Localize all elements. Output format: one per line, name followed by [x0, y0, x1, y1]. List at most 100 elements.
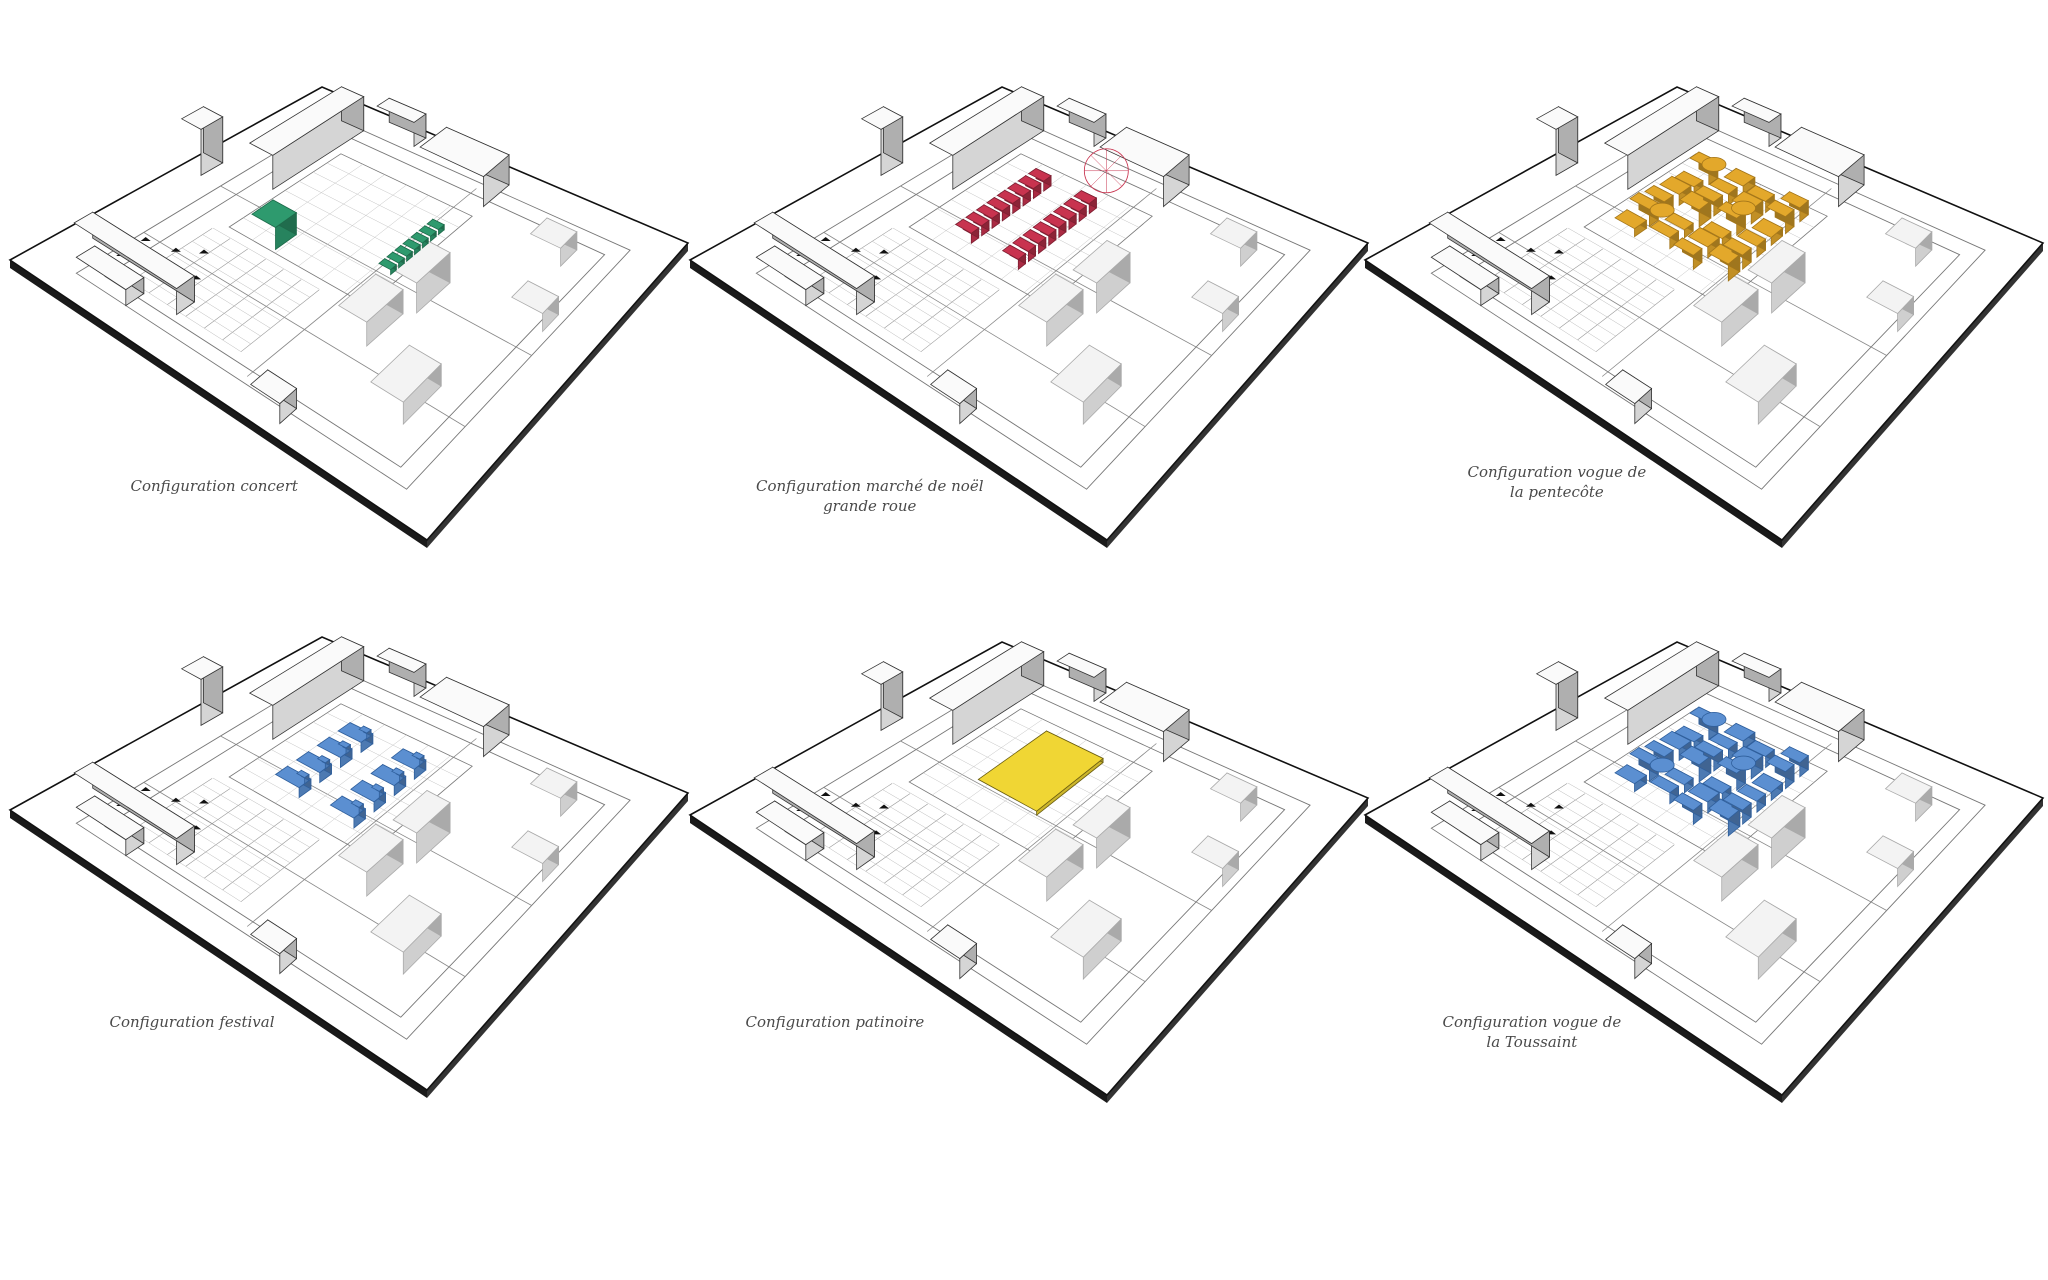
plaza-outline: [228, 703, 473, 856]
building-long-block-roof: [928, 86, 1045, 156]
fair-ride-roof: [1693, 185, 1724, 203]
plaza-grid-line: [1023, 205, 1131, 293]
plaza-grid-line: [252, 163, 363, 241]
festival-kiosk-roof: [370, 783, 385, 792]
road-ring: [75, 116, 631, 490]
building-corner-roof: [1056, 652, 1107, 678]
parking-bay-line: [192, 241, 301, 306]
stage-roof: [251, 199, 298, 228]
festival-kiosk-roof: [391, 767, 405, 776]
building-right-block-roof: [419, 676, 510, 728]
building-front-right-roof: [1866, 835, 1915, 869]
building-row-left-roof: [1430, 245, 1500, 291]
fair-ride-roof: [1614, 764, 1648, 785]
building-front-roof: [1018, 828, 1084, 878]
parking-bay-line: [1567, 782, 1675, 845]
parking-row: [902, 834, 982, 896]
caption-line: Configuration vogue de: [1442, 1013, 1622, 1031]
building-front-left-roof: [1050, 899, 1122, 958]
fair-ride-roof: [1736, 783, 1767, 802]
road-ring: [75, 666, 631, 1040]
event-installation-marche-noel: [954, 148, 1129, 271]
festival-tent-roof: [370, 764, 407, 787]
road-ring: [1430, 671, 1986, 1045]
tree-marker: [1525, 802, 1536, 807]
panel-concert: [8, 86, 690, 548]
tree-marker: [170, 247, 181, 252]
building-front-roof: [1693, 828, 1759, 878]
market-chalet-roof: [1001, 244, 1027, 260]
parking-bay-line: [192, 791, 301, 856]
buildings: [73, 636, 578, 976]
festival-tent-roof: [350, 779, 387, 803]
parking-row: [148, 238, 231, 294]
fair-ride-roof: [1708, 732, 1738, 750]
carousel: [1731, 755, 1756, 771]
parking-row: [148, 788, 231, 844]
event-installation-vogue-toussaint: [1614, 706, 1810, 837]
tree-marker: [879, 249, 889, 254]
plaza-grid-line: [298, 184, 407, 267]
road-ring: [755, 671, 1311, 1045]
building-front-right-roof: [1209, 772, 1258, 804]
market-chalet-roof: [954, 218, 980, 234]
market-chalet-roof: [1017, 175, 1042, 190]
building-front-roof: [1072, 240, 1131, 284]
building-front-right-roof: [1884, 772, 1933, 804]
fair-ride-roof: [1702, 776, 1732, 795]
base-plate-edge: [427, 243, 688, 548]
building-long-block-roof: [928, 641, 1045, 711]
parking-bay-line: [1485, 835, 1597, 907]
parking-bay-line: [872, 241, 981, 306]
parking-bay-line: [1526, 809, 1636, 876]
ferris-wheel-spoke: [1106, 170, 1123, 187]
building-front-right-roof: [1884, 217, 1933, 249]
tree-marker: [199, 249, 209, 254]
parking-bay-line: [1547, 796, 1656, 861]
fair-ride-roof: [1780, 191, 1810, 209]
tree-marker: [140, 787, 151, 791]
panel-marche-noel: [688, 86, 1370, 548]
fair-ride-roof: [1702, 221, 1732, 240]
parking-bay-line: [1567, 227, 1675, 290]
plaza-outline: [908, 153, 1153, 306]
plaza-outline: [908, 708, 1153, 861]
festival-tent-roof: [316, 736, 353, 758]
parking-bay-line: [140, 274, 251, 345]
parking-row: [222, 829, 302, 891]
building-left-house-roof: [250, 919, 298, 955]
parking-bay-line: [1485, 280, 1597, 352]
building-row-left-roof: [1428, 766, 1551, 845]
tree-marker: [879, 804, 889, 809]
building-row-left-roof: [73, 761, 196, 840]
tree-marker: [170, 797, 181, 802]
road-ring: [104, 681, 606, 1018]
building-front-roof: [392, 790, 451, 834]
festival-kiosk-roof: [411, 751, 425, 760]
building-front-left-roof: [370, 344, 442, 403]
buildings: [753, 86, 1258, 426]
building-row-left-roof: [75, 795, 145, 841]
market-chalet-roof: [1022, 229, 1047, 244]
parking-row: [902, 279, 982, 341]
festival-kiosk-roof: [296, 769, 310, 779]
tree-marker: [1554, 804, 1564, 809]
building-corner-roof: [1056, 97, 1107, 123]
parking-bay-line: [1547, 241, 1656, 306]
building-front-roof: [338, 823, 404, 873]
building-corner-roof: [376, 97, 427, 123]
tree-marker: [850, 247, 861, 252]
parking-row: [222, 279, 302, 341]
base-plate-edge: [1782, 243, 2043, 548]
festival-kiosk-roof: [316, 755, 331, 764]
building-front-right-roof: [1866, 280, 1915, 314]
building-front-roof: [1072, 795, 1131, 839]
building-front-roof: [1747, 795, 1806, 839]
fair-ride-roof: [1644, 740, 1674, 758]
market-chalet-roof: [986, 197, 1011, 212]
building-row-left-roof: [1428, 211, 1551, 290]
parking-bay-line: [861, 247, 971, 314]
fair-ride-roof: [1659, 175, 1692, 195]
parking-bay-line: [892, 227, 1000, 290]
panel-vogue-pentecote: [1363, 86, 2045, 548]
